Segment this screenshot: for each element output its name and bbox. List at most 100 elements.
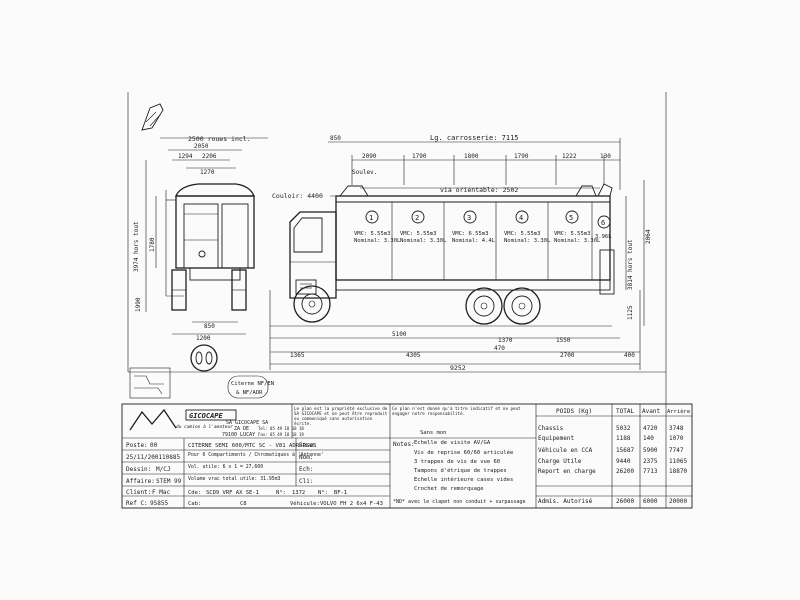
compartment-4: 4 VMC: 5.55m3 Nominal: 3.30L bbox=[504, 210, 551, 244]
front-d-dim: 1780 bbox=[149, 237, 156, 252]
seg2-dim: 1790 bbox=[412, 153, 427, 160]
poste-label: Poste: bbox=[126, 442, 148, 449]
ref-client-label: Ref C: bbox=[126, 500, 148, 507]
version-label: N°: bbox=[276, 490, 286, 496]
top-offset-dim: 850 bbox=[330, 135, 341, 142]
couloir-dim: Couloir: 4400 bbox=[272, 192, 323, 200]
cab-value: C8 bbox=[240, 501, 247, 507]
weights-row-arriere: 18870 bbox=[669, 468, 687, 475]
weights-row-label: Equipement bbox=[538, 435, 575, 442]
client-label: Client: bbox=[126, 489, 151, 496]
right-height-dim: 3814 hors tout bbox=[627, 239, 634, 290]
dessin-label: Dessin: bbox=[126, 466, 151, 473]
note-6: Echelle intérieure cases vides bbox=[414, 476, 513, 483]
front-track-dim: 1200 bbox=[196, 335, 211, 342]
drawing-frame bbox=[127, 92, 667, 404]
company-logo: GICOCAPE du camion à l'amateur bbox=[129, 408, 237, 431]
front-width-dim: 2500 roues incl. bbox=[188, 135, 251, 143]
compartment-2: 2 VMC: 5.55m3 Nominal: 3.30L bbox=[400, 210, 447, 244]
vehicule-value: VOLVO FH 2 6x4 F-43 bbox=[320, 501, 383, 507]
title-line-2: Pour 6 Compartiments / Chromatiques à 'A… bbox=[188, 451, 324, 458]
front-inner-dim: 2050 bbox=[194, 143, 209, 150]
note-3: Vis de reprise 60/60 articulée bbox=[414, 449, 513, 456]
legal-notice-2: Ce plan n'est donné qu'à titre indicatif… bbox=[392, 406, 521, 416]
weights-row-arriere: 11065 bbox=[669, 458, 687, 465]
weights-row-total: 5032 bbox=[616, 425, 631, 432]
compartment-3-num: 3 bbox=[467, 214, 471, 222]
weights-row-arriere: 7747 bbox=[669, 447, 684, 454]
weights-row-avant: 140 bbox=[643, 435, 654, 442]
client-value: F Mac bbox=[152, 489, 170, 496]
version-value: 1372 bbox=[292, 490, 305, 496]
right-height-b: 2064 bbox=[645, 229, 652, 244]
rear-wheel-2 bbox=[503, 287, 541, 325]
weights-header-label: POIDS (Kg) bbox=[556, 408, 592, 415]
mirror-detail-icon bbox=[141, 103, 164, 131]
stamp-line2: & NF/ADR bbox=[236, 390, 263, 396]
admis-arriere: 20000 bbox=[669, 498, 687, 505]
front-wheel bbox=[293, 285, 331, 323]
logo-text: GICOCAPE bbox=[189, 412, 224, 420]
detail-sketch-icon bbox=[129, 367, 171, 399]
weights-header-arriere: Arrière bbox=[667, 408, 690, 415]
weights-row-avant: 5900 bbox=[643, 447, 658, 454]
front-c-dim: 1270 bbox=[200, 169, 215, 176]
seg4-dim: 1790 bbox=[514, 153, 529, 160]
compartment-1-line1: VMC: 5.55m3 bbox=[354, 231, 390, 237]
company-addr2: 79100 LUCAY bbox=[222, 432, 255, 438]
ech-label: Ech: bbox=[299, 466, 313, 473]
bottom-total-dim: 9252 bbox=[450, 364, 466, 372]
note-1: Sans mon bbox=[420, 430, 447, 436]
front-b-dim: 2206 bbox=[202, 153, 217, 160]
title-block: GICOCAPE du camion à l'amateur SA GICOCA… bbox=[121, 403, 693, 509]
seg3-dim: 1800 bbox=[464, 153, 479, 160]
front-height-dim: 3974 hors tout bbox=[133, 221, 140, 272]
bottom-d-dim: 1550 bbox=[556, 337, 571, 344]
side-view: Lg. carrosserie: 7115 850 2090 1790 1800… bbox=[269, 134, 652, 372]
compartment-3-line1: VMC: 6.55m3 bbox=[452, 231, 488, 237]
dessin-value: M/CJ bbox=[156, 466, 170, 473]
compartment-6-line1: 3.96L bbox=[595, 234, 612, 240]
body-length-dim: Lg. carrosserie: 7115 bbox=[430, 134, 519, 142]
front-bottom-dim: 850 bbox=[204, 323, 215, 330]
compartment-2-num: 2 bbox=[415, 214, 419, 222]
compartment-6: 6 3.96L bbox=[595, 215, 612, 240]
seg-end-dim: 130 bbox=[600, 153, 611, 160]
title-line-4: Volume vrac total utile: 31.95m3 bbox=[188, 476, 281, 482]
admis-avant: 6000 bbox=[643, 498, 658, 505]
compartment-1-num: 1 bbox=[369, 214, 373, 222]
affaire-value: STEM 99 bbox=[156, 478, 182, 485]
cab-label: Cab: bbox=[188, 501, 201, 507]
compartment-6-num: 6 bbox=[601, 219, 605, 227]
compartment-5-num: 5 bbox=[569, 214, 573, 222]
weights-table: POIDS (Kg) TOTAL Avant Arrière Chassis 5… bbox=[536, 404, 692, 508]
tel-line-2: Fax: 05 49 18 18 19 bbox=[258, 432, 304, 437]
note-5: Tampons d'étrique de trappes bbox=[414, 467, 507, 474]
cli-label: Cli: bbox=[299, 478, 313, 485]
wheel-detail-icon bbox=[190, 344, 218, 372]
bottom-h-dim: 470 bbox=[494, 345, 505, 352]
title-line-3: Vol. utile: 6 x 1 = 27,600 bbox=[188, 464, 263, 470]
company-addr1: ZA DE bbox=[234, 426, 249, 432]
chassis-label: Cde: bbox=[188, 490, 201, 496]
compartment-4-num: 4 bbox=[519, 214, 523, 222]
compartment-4-line2: Nominal: 3.30L bbox=[504, 238, 551, 244]
rear-wheel-1 bbox=[465, 287, 503, 325]
adr-stamp: Citerne NF/EN & NF/ADR bbox=[227, 375, 274, 399]
title-line-1: CITERNE SEMI 600/MTC SC - V81 ADR-PLUS bbox=[188, 443, 316, 449]
compartment-1-line2: Nominal: 3.30L bbox=[354, 238, 401, 244]
admis-label: Admis. Autorisé bbox=[538, 498, 593, 505]
admis-total: 26000 bbox=[616, 498, 634, 505]
weights-row-total: 26200 bbox=[616, 468, 634, 475]
weights-row-label: Charge Utile bbox=[538, 458, 582, 465]
notes-title: Notes: bbox=[393, 441, 415, 448]
compartment-3-line2: Nominal: 4.4L bbox=[452, 238, 496, 244]
weights-row-arriere: 1070 bbox=[669, 435, 684, 442]
footnote: *ND* avec le clapet non conduit + surpas… bbox=[393, 499, 525, 505]
weights-row-avant: 2375 bbox=[643, 458, 658, 465]
legal-notice: Le plan est la propriété exclusive de SA… bbox=[294, 406, 388, 426]
weights-row-avant: 7713 bbox=[643, 468, 658, 475]
affaire-label: Affaire: bbox=[126, 478, 155, 485]
nom-label: Nom: bbox=[299, 454, 313, 461]
